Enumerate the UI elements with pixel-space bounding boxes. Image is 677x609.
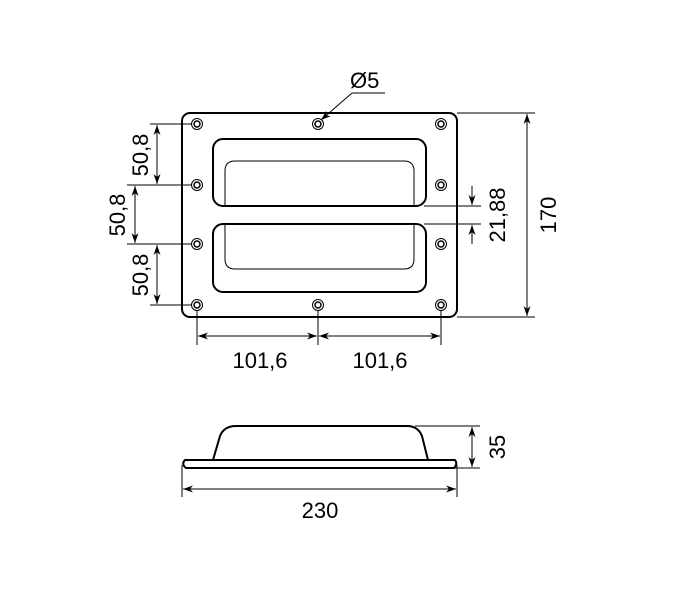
vertical-pitch-bottom-label: 50,8 xyxy=(128,254,153,297)
mounting-hole xyxy=(191,238,203,250)
mounting-hole xyxy=(191,299,203,311)
mounting-hole xyxy=(435,179,447,191)
top-view xyxy=(181,112,458,318)
vertical-pitch-middle-label: 50,8 xyxy=(105,194,130,237)
lower-recess-inner xyxy=(224,224,415,270)
overall-height-label: 170 xyxy=(536,197,561,234)
handle-profile xyxy=(212,425,429,461)
side-view xyxy=(182,425,458,469)
vertical-pitch-top-label: 50,8 xyxy=(128,134,153,177)
base-flange xyxy=(182,459,458,469)
upper-recess-outline xyxy=(212,138,427,207)
mounting-hole xyxy=(312,299,324,311)
mounting-hole xyxy=(312,118,324,130)
hole-diameter-callout: Ø5 xyxy=(320,68,385,121)
horizontal-pitch-right-label: 101,6 xyxy=(352,348,407,373)
depth-label: 35 xyxy=(485,435,510,459)
mounting-hole xyxy=(435,299,447,311)
recess-gap-label: 21,88 xyxy=(485,187,510,242)
mounting-hole xyxy=(435,118,447,130)
lower-recess-outline xyxy=(212,223,427,293)
overall-height-dimension: 170 xyxy=(457,112,561,318)
horizontal-pitch-left-label: 101,6 xyxy=(232,348,287,373)
upper-recess-inner xyxy=(224,160,415,206)
hole-diameter-label: Ø5 xyxy=(350,68,379,93)
vertical-pitch-dimensions: 50,8 50,8 50,8 xyxy=(105,123,192,306)
overall-width-dimension: 230 xyxy=(181,465,458,523)
mounting-hole xyxy=(191,118,203,130)
depth-dimension: 35 xyxy=(415,425,510,469)
mounting-plate xyxy=(181,112,458,318)
mounting-hole xyxy=(191,179,203,191)
recess-gap-dimension: 21,88 xyxy=(424,186,510,244)
overall-width-label: 230 xyxy=(302,498,339,523)
mounting-holes xyxy=(191,118,447,311)
mounting-hole xyxy=(435,238,447,250)
horizontal-pitch-dimensions: 101,6 101,6 xyxy=(196,310,442,373)
